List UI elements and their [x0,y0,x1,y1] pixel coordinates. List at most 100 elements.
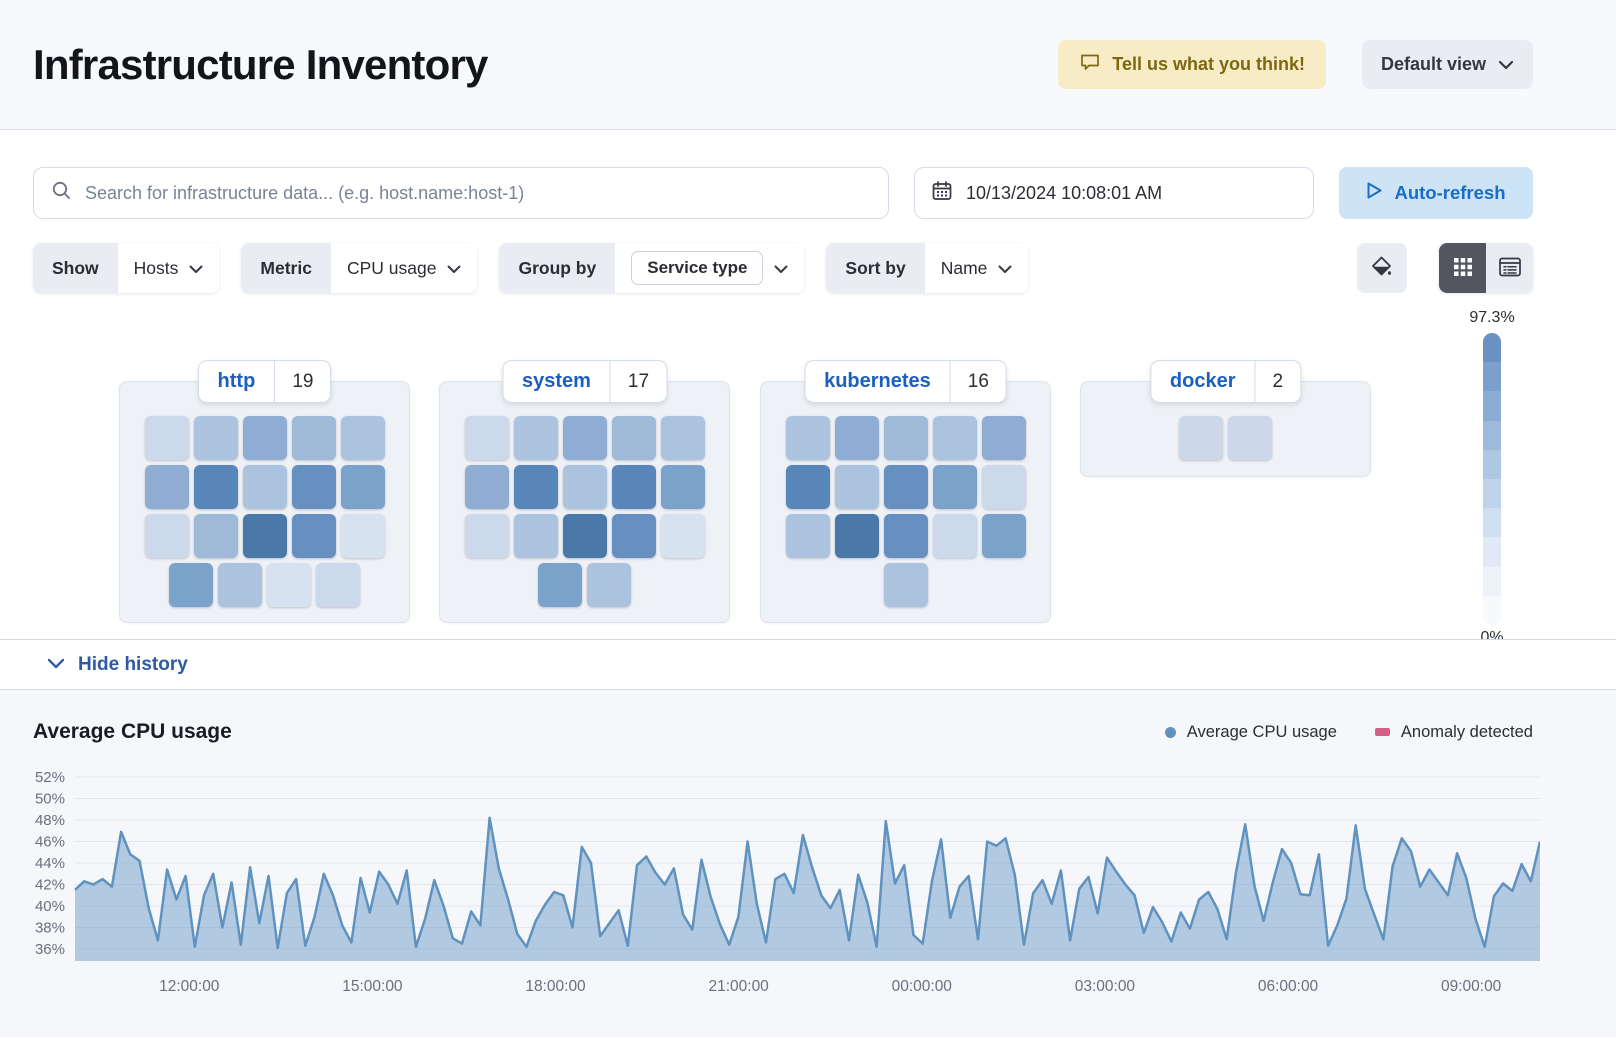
fill-color-button[interactable] [1357,243,1407,293]
host-node[interactable] [661,465,705,509]
host-node[interactable] [194,416,238,460]
group-by-filter-value[interactable]: Service type [631,251,763,285]
sort-by-filter[interactable]: Sort by Name [826,243,1028,293]
host-node[interactable] [316,563,360,607]
host-node[interactable] [514,416,558,460]
host-node[interactable] [145,465,189,509]
group-card-docker: docker2 [1080,381,1371,477]
host-node[interactable] [194,514,238,558]
scale-step [1483,567,1501,596]
host-node[interactable] [563,514,607,558]
host-node[interactable] [514,465,558,509]
page-title: Infrastructure Inventory [33,41,488,89]
host-node[interactable] [661,416,705,460]
search-input[interactable] [85,183,871,204]
auto-refresh-button[interactable]: Auto-refresh [1339,167,1533,219]
host-node[interactable] [169,563,213,607]
group-by-filter[interactable]: Group by Service type [499,243,804,293]
grid-view-button[interactable] [1439,243,1486,293]
scale-step [1483,537,1501,566]
host-node[interactable] [884,563,928,607]
show-filter[interactable]: Show Hosts [33,243,219,293]
group-count: 17 [611,361,666,402]
group-card-http: http19 [119,381,410,623]
host-node[interactable] [786,465,830,509]
host-node[interactable] [243,416,287,460]
host-node[interactable] [1228,416,1272,460]
group-name-link[interactable]: kubernetes [805,361,950,402]
host-node[interactable] [243,465,287,509]
chevron-down-icon [47,656,65,674]
host-node[interactable] [292,514,336,558]
host-node[interactable] [538,563,582,607]
host-node[interactable] [145,514,189,558]
host-node[interactable] [292,465,336,509]
host-node[interactable] [218,563,262,607]
host-node[interactable] [465,465,509,509]
scale-step [1483,596,1501,625]
table-view-button[interactable] [1486,243,1533,293]
y-axis-tick-label: 36% [35,941,65,958]
group-card-kubernetes: kubernetes16 [760,381,1051,623]
host-node[interactable] [465,416,509,460]
host-node[interactable] [933,465,977,509]
default-view-button[interactable]: Default view [1362,40,1533,89]
scale-step [1483,479,1501,508]
host-node[interactable] [884,416,928,460]
chart-header: Average CPU usage Average CPU usageAnoma… [0,690,1616,744]
host-node[interactable] [786,514,830,558]
host-node[interactable] [563,465,607,509]
host-node[interactable] [982,514,1026,558]
host-node[interactable] [292,416,336,460]
fill-color-icon [1369,254,1395,283]
date-picker[interactable]: 10/13/2024 10:08:01 AM [914,167,1314,219]
host-node[interactable] [661,514,705,558]
host-node[interactable] [884,465,928,509]
default-view-label: Default view [1381,54,1486,75]
host-node[interactable] [465,514,509,558]
host-node[interactable] [835,416,879,460]
group-name-link[interactable]: system [503,361,610,402]
host-node[interactable] [786,416,830,460]
metric-filter[interactable]: Metric CPU usage [241,243,477,293]
host-node[interactable] [612,465,656,509]
group-name-link[interactable]: docker [1151,361,1255,402]
host-node[interactable] [835,465,879,509]
host-node[interactable] [267,563,311,607]
y-axis-tick-label: 44% [35,855,65,872]
group-name-link[interactable]: http [199,361,275,402]
legend-item[interactable]: Average CPU usage [1165,723,1337,742]
date-picker-value: 10/13/2024 10:08:01 AM [966,183,1162,204]
speech-bubble-icon [1079,51,1101,78]
legend-item[interactable]: Anomaly detected [1375,723,1533,742]
host-node[interactable] [933,514,977,558]
play-icon [1366,181,1383,205]
host-node[interactable] [933,416,977,460]
host-node[interactable] [341,465,385,509]
y-axis-tick-label: 50% [35,791,65,808]
host-node[interactable] [145,416,189,460]
host-node[interactable] [563,416,607,460]
color-scale-bar [1483,333,1501,625]
host-node[interactable] [612,416,656,460]
host-node[interactable] [884,514,928,558]
host-node[interactable] [194,465,238,509]
host-node[interactable] [835,514,879,558]
host-node[interactable] [587,563,631,607]
host-node[interactable] [612,514,656,558]
host-node[interactable] [514,514,558,558]
host-node[interactable] [341,416,385,460]
show-filter-value: Hosts [134,258,179,279]
feedback-button[interactable]: Tell us what you think! [1058,40,1326,89]
search-box[interactable] [33,167,889,219]
chevron-down-icon [774,258,788,279]
group-badge: docker2 [1150,360,1301,403]
host-node[interactable] [243,514,287,558]
history-toggle[interactable]: Hide history [0,639,1616,690]
host-node[interactable] [982,465,1026,509]
host-node[interactable] [982,416,1026,460]
host-node[interactable] [1179,416,1223,460]
header-actions: Tell us what you think! Default view [1058,40,1533,89]
chevron-down-icon [1498,54,1514,75]
host-node[interactable] [341,514,385,558]
